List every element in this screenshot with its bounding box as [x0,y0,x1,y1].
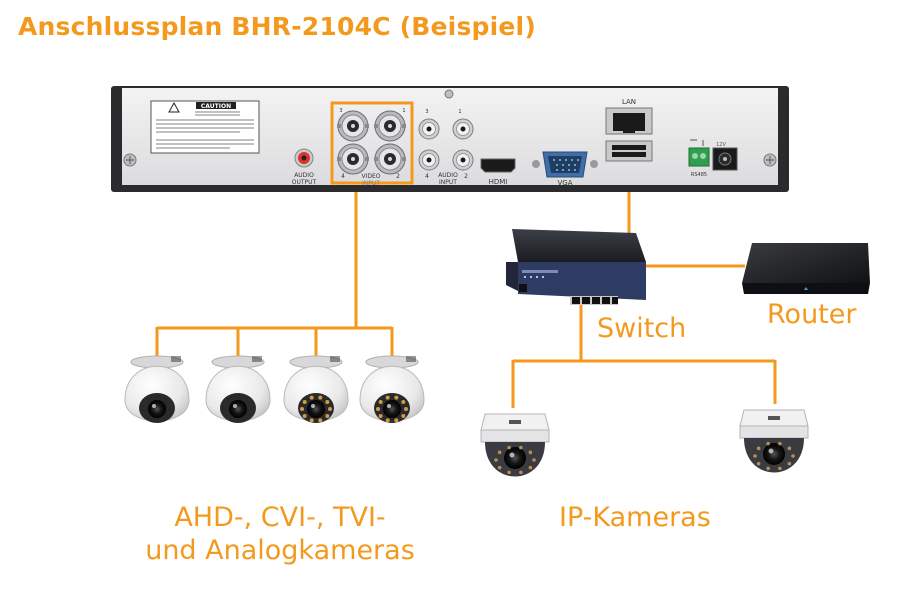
recorder-back-panel: CAUTION AUDIO OUTPUT [111,86,789,192]
connection-lines [155,134,777,408]
screw-icon [123,153,137,167]
video-input-label: INPUT [362,180,380,187]
video-number-2: 2 [396,173,400,180]
network-switch-icon [506,229,646,305]
ip-camera-group [480,409,809,477]
bnc-connector-icon [337,143,369,175]
dome-camera-icon [359,355,425,423]
audio-output-label-1: AUDIO [294,172,314,179]
hdmi-port-icon [480,158,516,173]
ip-dome-camera-icon [480,413,550,477]
audio-input-ports: 3 1 4 2 AUDIO INPUT [418,109,474,186]
rca-connector-icon [452,149,474,171]
audio-number-2: 2 [464,173,468,180]
lan-label: LAN [622,98,636,106]
audio-number-4: 4 [425,173,429,180]
analog-cameras-label-line-1: AHD-, CVI-, TVI- [174,502,386,533]
video-number-4: 4 [341,173,345,180]
analog-cameras-label: AHD-, CVI-, TVI- und Analogkameras [130,501,430,567]
switch-label: Switch [597,313,687,344]
router-icon [742,243,870,294]
power-label: 12V [716,142,726,148]
usb-port [605,140,653,162]
screw-icon [763,153,777,167]
audio-input-label-1: AUDIO [438,172,458,179]
vga-label: VGA [557,179,572,187]
warning-triangle-icon [168,101,180,113]
screw-icon [444,89,454,99]
analog-cameras-label-line-2: und Analogkameras [145,535,415,566]
caution-sticker: CAUTION [150,100,260,154]
rca-connector-icon [452,118,474,140]
hdmi-port: HDMI [480,158,516,186]
analog-camera-group [124,355,425,423]
video-input-ports: 3 1 4 VIDEO 2 INPUT [330,101,414,187]
rs485-terminal: RS485 [688,139,710,178]
vga-port-icon [532,151,598,178]
lan-port: LAN [605,98,653,162]
hdmi-label: HDMI [489,178,508,186]
audio-input-label-2: INPUT [439,179,457,186]
audio-number-3: 3 [425,109,428,115]
audio-output-label-2: OUTPUT [292,179,317,186]
video-label: VIDEO [361,173,380,180]
dome-camera-icon [205,355,271,423]
bnc-connector-icon [337,110,369,142]
rca-connector-icon [418,149,440,171]
vga-port: VGA [532,151,598,187]
dome-camera-icon [283,355,349,423]
ip-cameras-label: IP-Kameras [559,502,711,533]
rca-connector-icon [294,148,314,168]
bnc-connector-icon [374,110,406,142]
video-number-1: 1 [402,108,405,114]
bnc-connector-icon [374,143,406,175]
rca-connector-icon [418,118,440,140]
power-port: 12V [712,142,738,171]
video-number-3: 3 [339,108,342,114]
lan-port-icon [605,107,653,135]
router-label: Router [767,299,857,330]
diagram-title: Anschlussplan BHR-2104C (Beispiel) [18,12,536,41]
ip-dome-camera-icon [739,409,809,473]
dome-camera-icon [124,355,190,423]
audio-output-port: AUDIO OUTPUT [292,148,317,186]
audio-number-1: 1 [458,109,461,115]
caution-heading: CAUTION [201,103,231,110]
rs485-label: RS485 [691,172,707,178]
